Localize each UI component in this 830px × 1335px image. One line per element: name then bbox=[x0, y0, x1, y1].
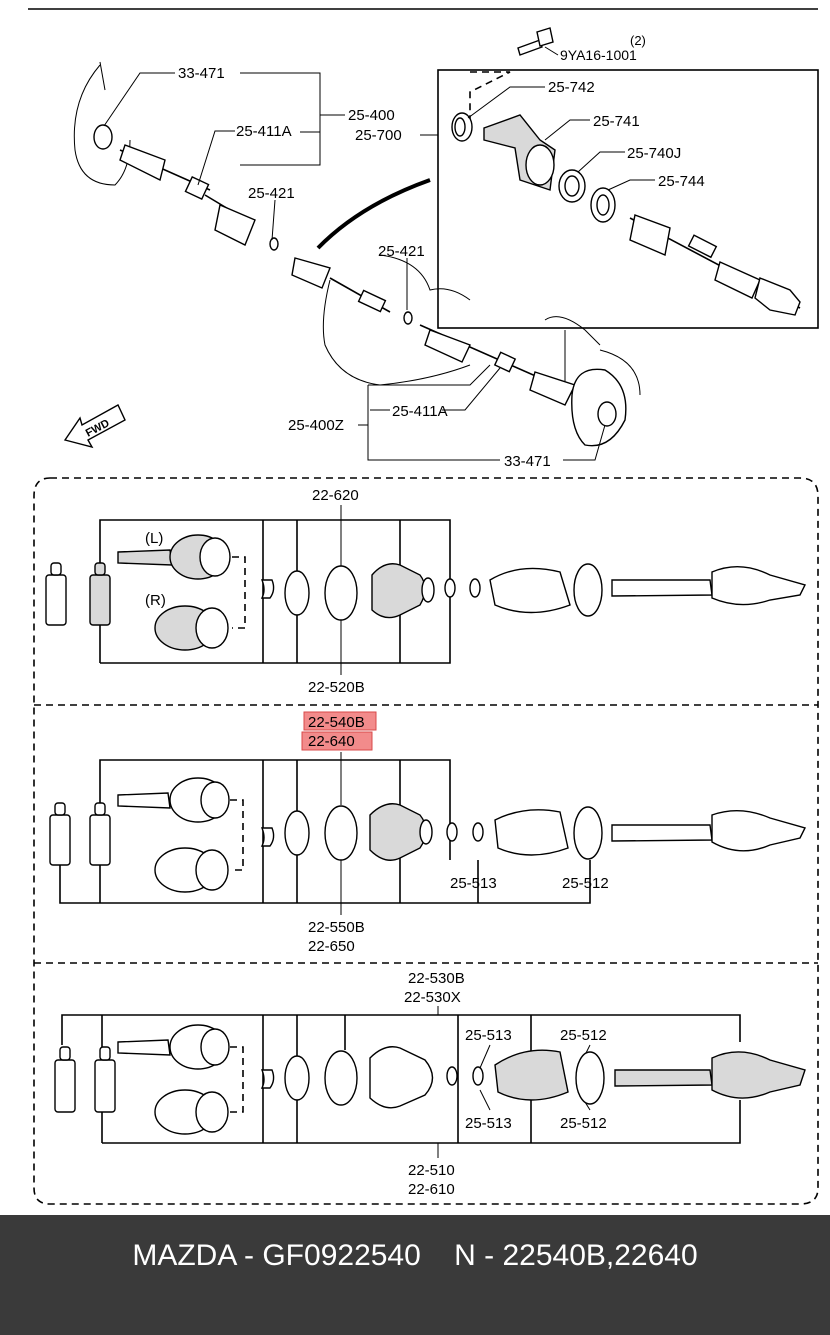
panel-2: 22-540B 22-640 22-550B 22-650 25-513 25-… bbox=[49, 711, 807, 955]
label-25-513: 25-513 bbox=[450, 875, 497, 892]
label-25-742: 25-742 bbox=[548, 79, 595, 96]
label-22-650: 22-650 bbox=[308, 938, 355, 955]
label-9ya16-1001: 9YA16-1001 bbox=[560, 47, 637, 63]
label-22-530b: 22-530B bbox=[408, 970, 465, 987]
label-25-740j: 25-740J bbox=[627, 145, 681, 162]
footer-bar: MAZDA - GF0922540 N - 22540B,22640 bbox=[0, 1215, 830, 1335]
panel-3: 22-530B 22-530X 22-510 22-610 25-513 25-… bbox=[54, 970, 806, 1198]
label-25-421-top: 25-421 bbox=[248, 185, 295, 202]
label-22-550b: 22-550B bbox=[308, 919, 365, 936]
label-R: (R) bbox=[145, 592, 166, 609]
fwd-arrow-icon: FWD bbox=[63, 404, 126, 449]
label-22-530x: 22-530X bbox=[404, 989, 461, 1006]
label-qty-2: (2) bbox=[630, 33, 646, 48]
top-assembly-drawing: 33-471 25-400 25-411A 25-421 25-421 bbox=[63, 27, 819, 470]
bolt-icon bbox=[517, 27, 554, 56]
fwd-label: FWD bbox=[84, 417, 112, 439]
highlight-22-540b bbox=[303, 711, 377, 731]
panel-1: 22-620 22-520B (L) (R) bbox=[45, 487, 807, 696]
label-25-512-upper: 25-512 bbox=[560, 1027, 607, 1044]
label-22-620: 22-620 bbox=[312, 487, 359, 504]
label-33-471-bottom: 33-471 bbox=[504, 453, 551, 470]
label-25-421-mid: 25-421 bbox=[378, 243, 425, 260]
label-25-512-lower: 25-512 bbox=[560, 1115, 607, 1132]
label-25-741: 25-741 bbox=[593, 113, 640, 130]
parts-diagram: 33-471 25-400 25-411A 25-421 25-421 bbox=[28, 8, 819, 1205]
label-25-513-lower: 25-513 bbox=[465, 1115, 512, 1132]
label-25-700: 25-700 bbox=[355, 127, 402, 144]
label-22-640: 22-640 bbox=[308, 733, 355, 750]
label-25-411a-bottom: 25-411A bbox=[392, 403, 448, 420]
label-25-744: 25-744 bbox=[658, 173, 705, 190]
highlight-22-640 bbox=[301, 731, 373, 751]
label-22-510: 22-510 bbox=[408, 1162, 455, 1179]
label-22-610: 22-610 bbox=[408, 1181, 455, 1198]
label-L: (L) bbox=[145, 530, 163, 547]
part-number-text: MAZDA - GF0922540 N - 22540B,22640 bbox=[132, 1239, 698, 1272]
label-25-411a-top: 25-411A bbox=[236, 123, 292, 140]
label-25-513-upper: 25-513 bbox=[465, 1027, 512, 1044]
label-33-471-top: 33-471 bbox=[178, 65, 225, 82]
label-22-540b: 22-540B bbox=[308, 714, 365, 731]
label-25-400: 25-400 bbox=[348, 107, 395, 124]
label-22-520b: 22-520B bbox=[308, 679, 365, 696]
label-25-400z: 25-400Z bbox=[288, 417, 344, 434]
label-25-512: 25-512 bbox=[562, 875, 609, 892]
